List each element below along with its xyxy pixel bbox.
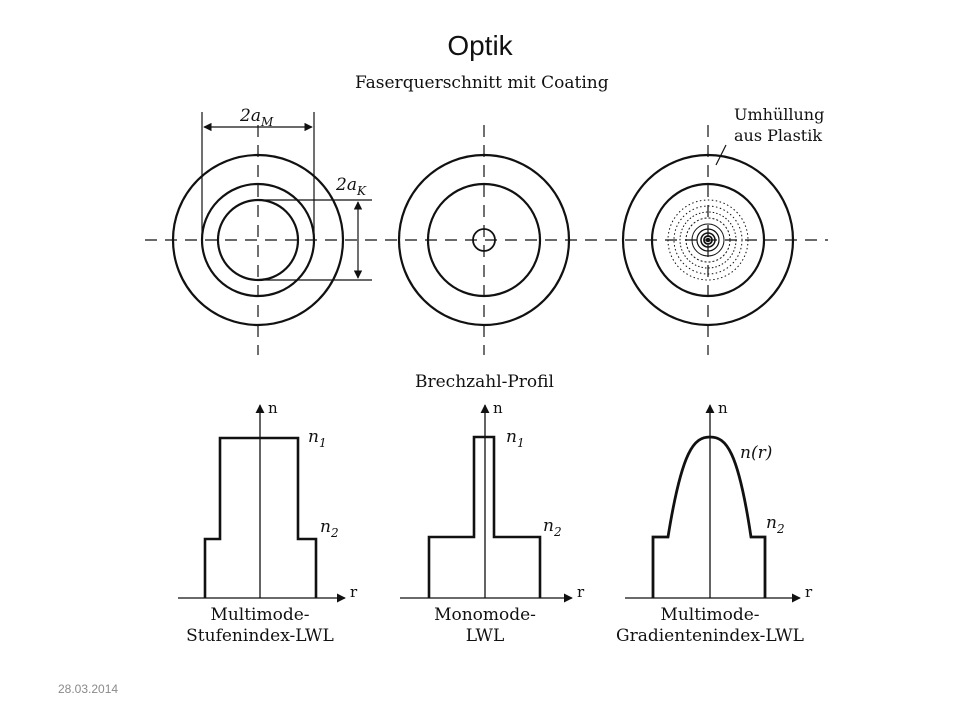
graded-ring — [691, 223, 725, 257]
r-axis-label: r — [577, 583, 585, 601]
n2-label: n2 — [543, 516, 562, 539]
cladding-circle — [650, 182, 766, 298]
r-axis-label: r — [805, 583, 813, 601]
step-profile-line — [203, 436, 318, 598]
profile-multimode-step: n r n1 n2 Multimode- Stufenindex-LWL — [178, 399, 358, 646]
step-profile-line — [427, 435, 542, 598]
caption-line2: Gradientenindex-LWL — [616, 626, 804, 646]
caption-line1: Multimode- — [210, 605, 309, 625]
graded-ring — [679, 211, 737, 269]
coating-circle — [397, 153, 571, 327]
r-axis-label: r — [350, 583, 358, 601]
graded-profile-curve — [651, 435, 767, 598]
core-circle — [472, 228, 496, 252]
graded-ring — [700, 232, 716, 248]
caption-line1: Monomode- — [434, 605, 536, 625]
slide-date: 28.03.2014 — [58, 682, 119, 696]
caption-line2: LWL — [466, 626, 505, 646]
n2-label: n2 — [320, 517, 339, 540]
graded-ring — [667, 199, 749, 281]
cross-section-monomode — [397, 125, 571, 355]
caption-line2: Stufenindex-LWL — [186, 626, 334, 646]
caption-line1: Multimode- — [660, 605, 759, 625]
coating-leader-line — [715, 144, 727, 166]
n2-label: n2 — [766, 513, 785, 536]
slide-title: Optik — [447, 30, 513, 61]
dim-label-mantel: 2aM — [239, 106, 274, 129]
n-axis-label: n — [493, 399, 503, 417]
profile-heading: Brechzahl-Profil — [415, 372, 554, 392]
profile-monomode: n r n1 n2 Monomode- LWL — [400, 399, 585, 646]
cladding-circle — [426, 182, 542, 298]
cross-section-heading: Faserquerschnitt mit Coating — [355, 73, 609, 93]
graded-index-core — [667, 199, 749, 281]
graded-ring — [696, 228, 720, 252]
coating-circle — [621, 153, 795, 327]
coating-circle — [171, 153, 345, 327]
n-axis-label: n — [718, 399, 728, 417]
graded-ring — [685, 217, 731, 263]
graded-center — [705, 237, 711, 243]
n-axis-label: n — [268, 399, 278, 417]
dim-label-kern: 2aK — [335, 175, 367, 198]
nr-label: n(r) — [740, 443, 772, 463]
graded-ring — [703, 235, 713, 245]
graded-ring — [673, 205, 743, 275]
n1-label: n1 — [506, 427, 525, 450]
profile-multimode-graded: n r n(r) n2 Multimode- Gradientenindex-L… — [616, 399, 813, 646]
cross-section-multimode-step: 2aM 2aK — [171, 106, 372, 355]
n1-label: n1 — [308, 427, 327, 450]
